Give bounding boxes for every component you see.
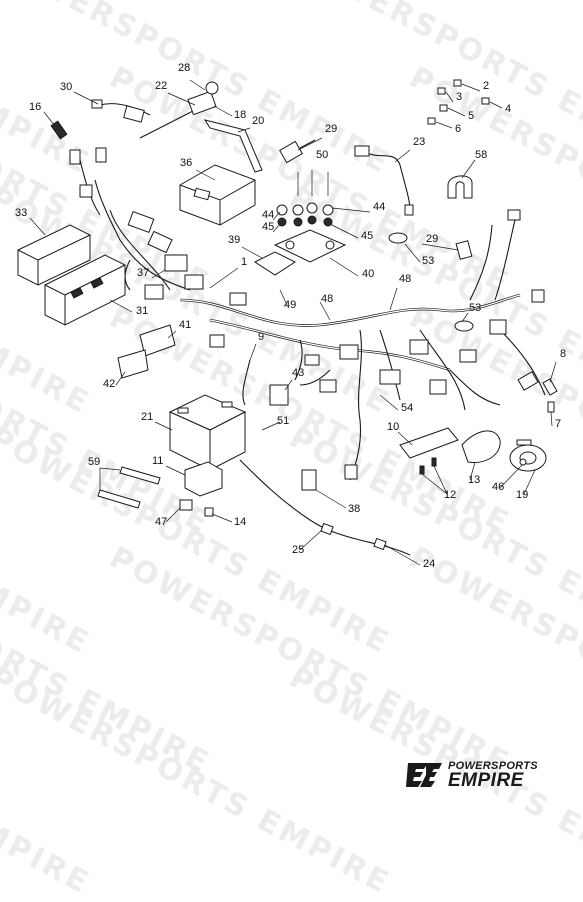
oring-53 <box>388 232 408 244</box>
connector-25 <box>320 522 334 536</box>
sensor-29-upper <box>279 139 316 164</box>
lead-23 <box>354 145 414 216</box>
callout-11: 11 <box>152 455 163 467</box>
callout-48: 48 <box>321 293 333 305</box>
callout-13: 13 <box>468 474 480 486</box>
harness-connectors <box>69 147 545 480</box>
callout-54: 54 <box>401 402 413 414</box>
battery-21 <box>168 394 247 471</box>
callout-2: 2 <box>483 80 489 92</box>
callout-25: 25 <box>292 544 304 556</box>
callout-33: 33 <box>15 207 27 219</box>
brand-top-text: POWERSPORTS <box>448 760 538 772</box>
part-14 <box>204 507 214 517</box>
horn-bracket <box>516 439 532 446</box>
callout-8: 8 <box>560 348 566 360</box>
callout-46: 46 <box>492 481 504 493</box>
callout-12: 12 <box>444 489 456 501</box>
callout-36: 36 <box>180 157 192 169</box>
part-47 <box>179 499 193 511</box>
callout-45: 45 <box>361 230 373 242</box>
callout-4: 4 <box>505 103 511 115</box>
callout-42: 42 <box>103 378 115 390</box>
sensor-assembly-top <box>91 81 219 139</box>
callout-20: 20 <box>252 115 264 127</box>
callout-53: 53 <box>422 255 434 267</box>
callout-47: 47 <box>155 516 167 528</box>
callout-44: 44 <box>373 201 385 213</box>
brand-bottom-text: EMPIRE <box>448 770 524 791</box>
small-fasteners <box>427 79 490 125</box>
callout-5: 5 <box>468 110 474 122</box>
callout-21: 21 <box>141 411 153 423</box>
callout-39: 39 <box>228 234 240 246</box>
callout-18: 18 <box>234 109 246 121</box>
screws-grommets <box>276 170 334 227</box>
callout-28: 28 <box>178 62 190 74</box>
callout-1: 1 <box>241 256 247 268</box>
part-39 <box>253 251 297 276</box>
module-10 <box>399 427 459 459</box>
cover-13 <box>461 430 501 464</box>
callout-23: 23 <box>413 136 425 148</box>
pads-59 <box>97 466 161 509</box>
callout-44: 44 <box>262 209 274 221</box>
clip-58 <box>447 175 473 199</box>
callout-58: 58 <box>475 149 487 161</box>
ecm-unit <box>17 224 126 326</box>
callout-43: 43 <box>292 367 304 379</box>
callout-59: 59 <box>88 456 100 468</box>
callout-3: 3 <box>456 91 462 103</box>
bolt-46 <box>519 458 527 466</box>
callout-19: 19 <box>516 489 528 501</box>
powersports-empire-logo: POWERSPORTS EMPIRE <box>404 755 564 795</box>
part-8 <box>542 378 558 396</box>
callout-53: 53 <box>469 302 481 314</box>
relay-42 <box>117 349 149 379</box>
bracket <box>203 119 263 173</box>
empire-e-icon <box>406 763 442 787</box>
leader-lines <box>29 79 557 566</box>
plate-40 <box>273 229 347 263</box>
connector-24 <box>373 537 387 551</box>
callout-29: 29 <box>426 233 438 245</box>
starter-relay-11 <box>184 461 223 497</box>
callout-29: 29 <box>325 123 337 135</box>
relay-41 <box>139 324 176 357</box>
callout-41: 41 <box>179 319 191 331</box>
callout-10: 10 <box>387 421 399 433</box>
callout-9: 9 <box>258 331 264 343</box>
callout-50: 50 <box>316 149 328 161</box>
clip-12b <box>419 465 425 475</box>
callout-49: 49 <box>284 299 296 311</box>
callout-24: 24 <box>423 558 435 570</box>
callout-30: 30 <box>60 81 72 93</box>
callout-16: 16 <box>29 101 41 113</box>
oring-53b <box>454 320 474 332</box>
part-38 <box>301 469 317 491</box>
clip-12a <box>431 457 437 467</box>
fuse-box-cover <box>179 164 256 226</box>
callout-38: 38 <box>348 503 360 515</box>
callout-22: 22 <box>155 80 167 92</box>
callout-6: 6 <box>455 123 461 135</box>
callout-45: 45 <box>262 221 274 233</box>
part-7 <box>547 401 555 413</box>
callout-14: 14 <box>234 516 246 528</box>
wiring-harness-exploded-diagram: 2823022341618520629235850364444334545293… <box>15 62 566 570</box>
callout-37: 37 <box>137 267 149 279</box>
sensor-29-right <box>455 240 473 260</box>
callout-40: 40 <box>362 268 374 280</box>
callout-7: 7 <box>555 418 561 430</box>
callout-48: 48 <box>399 273 411 285</box>
callout-51: 51 <box>277 415 289 427</box>
callout-31: 31 <box>136 305 148 317</box>
